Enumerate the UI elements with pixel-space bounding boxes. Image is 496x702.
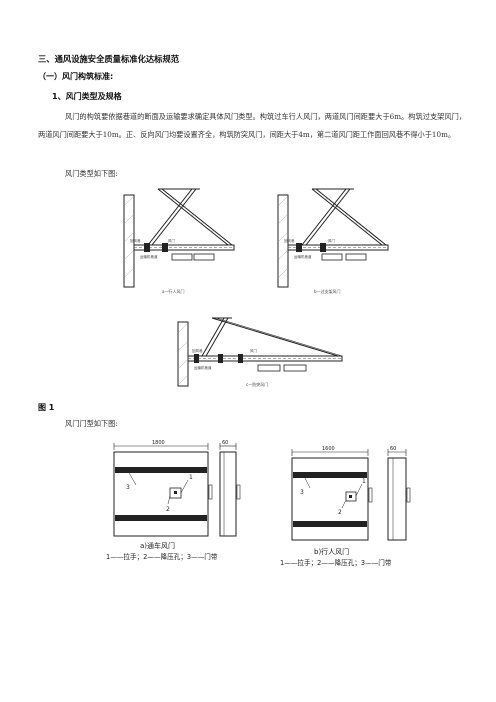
diagram-a: 回风巷 风门 运输机巷道 a—行人风门	[123, 188, 235, 294]
door-b-callout-2: 2	[338, 509, 342, 516]
door-a-callout-3: 3	[126, 484, 130, 491]
door-b-drawing: 1600 60 3 1 2 b)行人风门 1——拉手；2——降压孔；3——门带	[280, 446, 411, 567]
diagram-a-label-left: 回风巷	[130, 238, 141, 243]
caption-door-types: 风门类型如下图:	[65, 169, 118, 178]
diagram-c: 回风巷 风门 运输机巷道 c—防突风门	[177, 317, 343, 387]
door-a-depth-dim: 60	[222, 440, 228, 446]
door-a-drawing: 1800 60 3 1 2 a)通车风门 1——拉手；2——降压孔；3——门带	[106, 440, 241, 561]
item-title: 1、风门类型及规格	[52, 92, 122, 101]
diagram-c-caption: c—防突风门	[246, 381, 268, 387]
diagram-a-caption: a—行人风门	[162, 288, 184, 294]
diagram-b-label-bottom: 运输机巷道	[294, 254, 312, 259]
door-a-width-dim: 1800	[152, 440, 165, 446]
door-a-caption: a)通车风门	[140, 541, 175, 550]
caption-door-styles: 风门门型如下图:	[65, 419, 118, 428]
section-title: 三、通风设施安全质量标准化达标规范	[38, 54, 180, 64]
diagram-c-label-mid: 风门	[250, 348, 258, 353]
door-a-legend: 1——拉手；2——降压孔；3——门带	[106, 552, 218, 561]
door-b-depth-dim: 60	[390, 446, 396, 452]
diagram-b-caption: b—过支架风门	[314, 288, 341, 294]
door-b-callout-3: 3	[300, 489, 304, 496]
diagram-b-label-left: 回风巷	[284, 238, 295, 243]
body-paragraph: 风门的构筑要依据巷道的断面及运输要求确定具体风门类型。构筑过车行人风门，两道风门…	[38, 112, 466, 139]
door-b-callout-1: 1	[362, 478, 366, 485]
door-b-width-dim: 1600	[322, 446, 335, 452]
diagram-c-label-left: 回风巷	[192, 348, 203, 353]
diagram-c-label-bottom: 运输机巷道	[194, 365, 212, 370]
door-a-callout-1: 1	[189, 474, 193, 481]
figure-label: 图 1	[38, 403, 55, 412]
diagram-b: 回风巷 风门 运输机巷道 b—过支架风门	[277, 188, 389, 294]
door-b-caption: b)行人风门	[314, 547, 349, 556]
diagram-b-label-mid: 风门	[328, 238, 336, 243]
subsection-title: （一）风门构筑标准:	[38, 72, 114, 81]
door-a-callout-2: 2	[166, 506, 170, 513]
diagram-a-label-mid: 风门	[168, 238, 175, 243]
door-b-legend: 1——拉手；2——降压孔；3——门带	[280, 558, 392, 567]
diagram-a-label-bottom: 运输机巷道	[140, 254, 158, 259]
